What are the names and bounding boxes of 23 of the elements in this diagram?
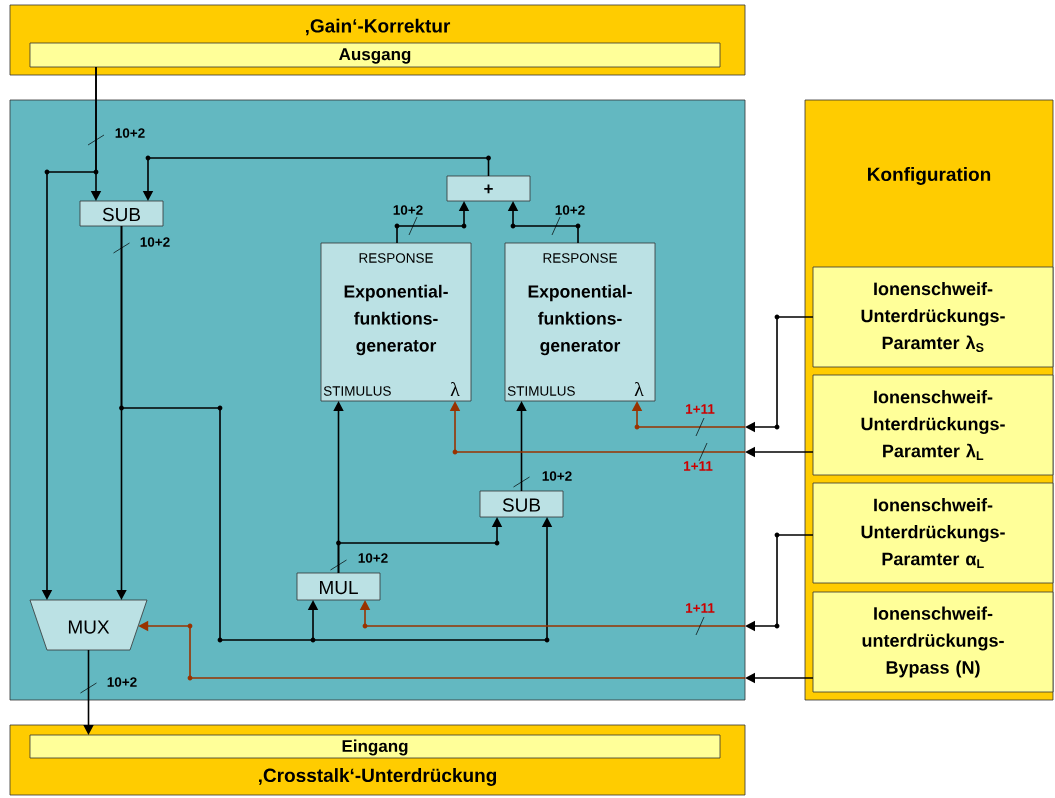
- parameter-box: Ionenschweif- Unterdrückungs- Paramter λ$_{S}$: [812, 266, 1054, 368]
- edge-label: 1+11: [684, 403, 716, 415]
- operator-box: MUL: [296, 572, 381, 601]
- edge-label: 10+2: [357, 552, 389, 564]
- operator-box: SUB: [479, 490, 564, 518]
- operator-box: SUB: [79, 200, 164, 227]
- edge-label: 10+2: [392, 204, 424, 216]
- port-bar: Ausgang: [29, 42, 721, 68]
- parameter-box: Ionenschweif- Unterdrückungs- Paramter α$_{L}$: [812, 482, 1054, 584]
- edge-label: 10+2: [106, 676, 138, 688]
- edge-label: 10+2: [541, 470, 573, 482]
- edge-label: 10+2: [114, 127, 146, 139]
- operator-box: +: [446, 175, 531, 202]
- generator-box: RESPONSE Exponential- funktions- generator STIMULUS λ: [504, 242, 656, 402]
- generator-box: RESPONSE Exponential- funktions- generator STIMULUS λ: [320, 242, 472, 402]
- multiplexer: MUX: [29, 599, 148, 651]
- edge-label: 1+11: [682, 460, 714, 472]
- edge-label: 1+11: [684, 602, 716, 614]
- parameter-box: Ionenschweif- Unterdrückungs- Paramter λ$_{L}$: [812, 374, 1054, 476]
- port-bar: Eingang: [29, 734, 721, 759]
- parameter-box: Ionenschweif- unterdrückungs- Bypass (N): [812, 591, 1054, 693]
- edge-label: 10+2: [554, 204, 586, 216]
- edge-label: 10+2: [139, 236, 171, 248]
